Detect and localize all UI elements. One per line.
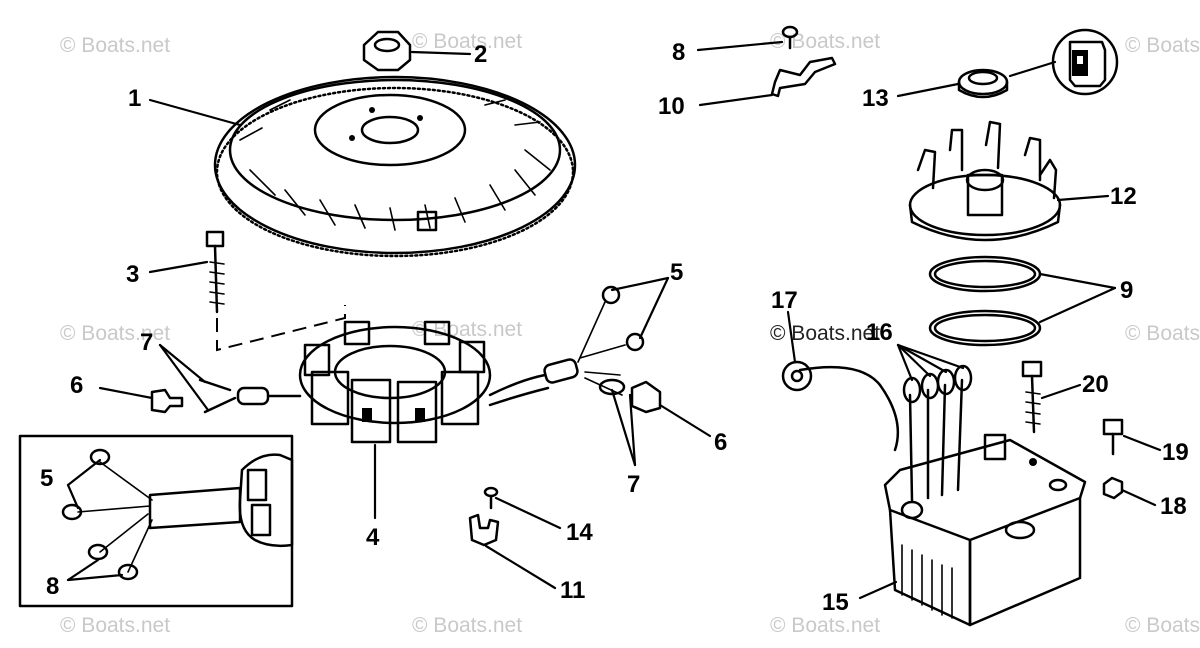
callout-12: 12: [1110, 183, 1137, 210]
callout-2: 2: [474, 41, 487, 68]
watermark-text: © Boats.net: [412, 30, 522, 53]
watermark-text: © Boats.net: [60, 614, 170, 637]
callout-11: 11: [560, 577, 585, 604]
leader-17: [786, 310, 797, 364]
clip-part-11: [468, 513, 500, 547]
stator: [298, 320, 550, 444]
watermark-text: © Boats.net: [1125, 34, 1200, 57]
watermark-text: © Boats.net: [1125, 614, 1200, 637]
watermark-text: © Boats.net: [770, 322, 880, 345]
leader-16: [896, 343, 932, 378]
leader-15: [858, 580, 898, 600]
leader-14: [494, 496, 562, 530]
callout-7b: 7: [627, 471, 640, 498]
watermarks: © Boats.net © Boats.net © Boats.net © Bo…: [60, 30, 1200, 637]
leader-13: [1008, 60, 1057, 78]
callout-1: 1: [128, 85, 141, 112]
leader-10: [698, 93, 774, 107]
leader-16: [896, 343, 948, 374]
alignment-dashed-line: [216, 305, 346, 352]
callout-4: 4: [366, 524, 380, 551]
o-rings: [928, 255, 1042, 347]
leader-6b: [658, 403, 712, 438]
leader-8a: [696, 40, 784, 52]
flywheel: [213, 75, 577, 258]
callout-3: 3: [126, 261, 139, 288]
seal-part-13: [957, 68, 1009, 99]
watermark-text: © Boats.net: [770, 614, 880, 637]
leader-7a: [158, 343, 210, 412]
callout-10: 10: [658, 93, 685, 120]
leader-16: [896, 343, 914, 382]
leader-8b: [66, 558, 100, 582]
callout-5b: 5: [40, 465, 53, 492]
callout-18: 18: [1160, 493, 1187, 520]
connector-right: [543, 285, 662, 414]
leader-9: [1038, 272, 1117, 290]
inset-box: [18, 434, 294, 608]
nut-part-18: [1102, 476, 1124, 500]
callout-14: 14: [566, 519, 593, 546]
screw-part-3: [205, 230, 225, 314]
screw-part-19: [1102, 418, 1124, 456]
leader-7b: [628, 393, 637, 467]
leader-5b: [66, 458, 102, 487]
callout-13: 13: [862, 85, 889, 112]
flywheel-nut: [362, 30, 412, 72]
leader-1: [148, 98, 242, 127]
leader-lines: [66, 40, 1162, 600]
callout-7a: 7: [140, 329, 153, 356]
leader-8b: [66, 573, 124, 582]
watermark-text: © Boats.net: [60, 34, 170, 57]
callout-17: 17: [771, 287, 798, 314]
watermark-text: © Boats.net: [412, 614, 522, 637]
callout-8b: 8: [46, 573, 59, 600]
leader-5a: [638, 276, 670, 340]
power-pack: [781, 360, 1087, 627]
callout-19: 19: [1162, 439, 1189, 466]
leader-9: [1038, 286, 1117, 324]
watermark-text: © Boats.net: [770, 30, 880, 53]
f-stamp-icon: [1051, 28, 1119, 96]
callout-9: 9: [1120, 277, 1133, 304]
watermark-text: © Boats.net: [60, 322, 170, 345]
watermark-text: © Boats.net: [1125, 322, 1200, 345]
leader-7b: [610, 388, 637, 467]
leader-3: [148, 260, 209, 274]
screw-part-8: [781, 25, 799, 50]
callout-15: 15: [822, 589, 849, 616]
screw-part-20: [1021, 360, 1043, 434]
leader-20: [1040, 383, 1082, 400]
callouts: 1 2 3 4 5 5 6 6 7 7 8 8 9 10 11 12 13 14…: [40, 39, 1189, 616]
connector-left: [150, 378, 302, 414]
callout-8a: 8: [672, 39, 685, 66]
leader-16: [896, 343, 965, 370]
timer-base-part-12: [908, 120, 1062, 242]
leader-5a: [610, 276, 670, 292]
screw-part-14: [483, 486, 499, 510]
leader-19: [1122, 434, 1162, 452]
callout-6b: 6: [714, 429, 727, 456]
callout-5a: 5: [670, 259, 683, 286]
leader-11: [484, 544, 557, 590]
callout-6a: 6: [70, 372, 83, 399]
callout-20: 20: [1082, 371, 1109, 398]
leader-13: [896, 82, 960, 98]
leader-6a: [98, 386, 154, 400]
leader-7a: [158, 343, 207, 384]
leader-5b: [66, 483, 80, 510]
leader-18: [1120, 488, 1157, 507]
watermark-text: © Boats.net: [412, 318, 522, 341]
bracket-part-10: [770, 56, 837, 98]
leader-2: [410, 50, 472, 56]
leader-12: [1056, 194, 1110, 202]
callout-16: 16: [866, 319, 893, 346]
